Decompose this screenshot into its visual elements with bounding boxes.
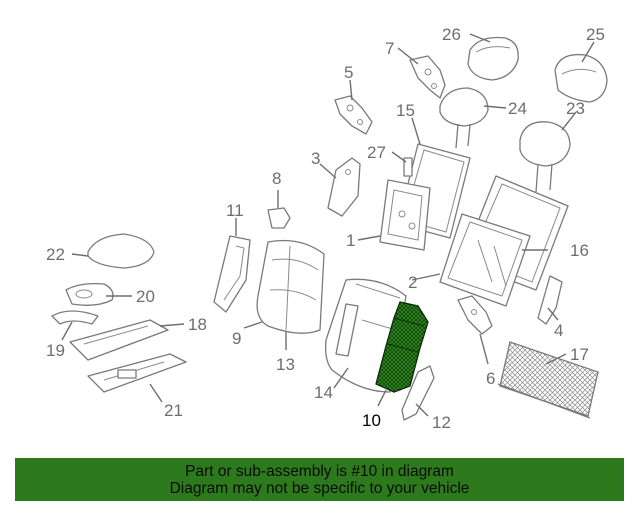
banner-line-1: Part or sub-assembly is #10 in diagram <box>185 462 454 480</box>
part-3-bracket <box>327 157 361 217</box>
callout-7: 7 <box>385 39 394 58</box>
part-25-headrest-pad <box>554 53 608 103</box>
part-1-frame <box>379 179 431 251</box>
callout-12: 12 <box>432 413 451 432</box>
part-2-inner-frame <box>439 213 531 307</box>
part-21-armrest-bottom <box>87 353 187 393</box>
part-26-headrest-pad <box>467 36 519 81</box>
callout-13: 13 <box>276 355 295 374</box>
callout-25: 25 <box>586 25 605 44</box>
part-11-side-cover <box>213 235 251 313</box>
callout-6: 6 <box>486 369 495 388</box>
callout-4: 4 <box>554 321 563 340</box>
callout-27: 27 <box>367 143 386 162</box>
callout-16: 16 <box>570 241 589 260</box>
leader-lines <box>61 33 595 417</box>
callout-2: 2 <box>408 273 417 292</box>
callout-1: 1 <box>346 231 355 250</box>
callout-11: 11 <box>226 201 244 220</box>
part-17-cargo-net <box>497 341 599 419</box>
part-19-clip <box>51 310 99 325</box>
callout-20: 20 <box>136 287 155 306</box>
callout-15: 15 <box>396 101 415 120</box>
callout-26: 26 <box>442 25 461 44</box>
callout-3: 3 <box>311 149 320 168</box>
callout-24: 24 <box>508 99 527 118</box>
callout-5: 5 <box>344 63 353 82</box>
part-8-latch <box>267 207 291 229</box>
callout-10: 10 <box>362 411 381 430</box>
part-23-headrest <box>519 121 571 193</box>
part-22-armrest-cover <box>87 233 155 269</box>
part-12-side-trim <box>401 365 435 421</box>
part-20-cup-holder <box>65 282 114 306</box>
part-7-bracket <box>409 55 446 99</box>
callout-14: 14 <box>314 383 333 402</box>
part-13-seat-cushion <box>256 239 325 334</box>
part-24-headrest <box>439 87 489 149</box>
callout-18: 18 <box>188 315 207 334</box>
callout-labels: 26 25 7 5 15 24 23 27 3 8 11 1 16 22 2 2… <box>46 25 605 432</box>
callout-8: 8 <box>272 169 281 188</box>
callout-21: 21 <box>164 401 183 420</box>
part-6-bracket <box>457 295 493 335</box>
part-5-bracket <box>334 95 373 135</box>
part-4-bracket <box>537 275 563 325</box>
part-18-armrest-base <box>69 319 169 361</box>
callout-22: 22 <box>46 245 65 264</box>
banner-line-2: Diagram may not be specific to your vehi… <box>169 479 470 497</box>
callout-17: 17 <box>570 345 589 364</box>
callout-19: 19 <box>46 341 65 360</box>
part-10-backrest-pad-highlighted <box>375 301 429 393</box>
part-27-latch <box>403 157 413 177</box>
callout-9: 9 <box>232 329 241 348</box>
callout-23: 23 <box>566 99 585 118</box>
notice-banner: Part or sub-assembly is #10 in diagram D… <box>15 458 624 501</box>
